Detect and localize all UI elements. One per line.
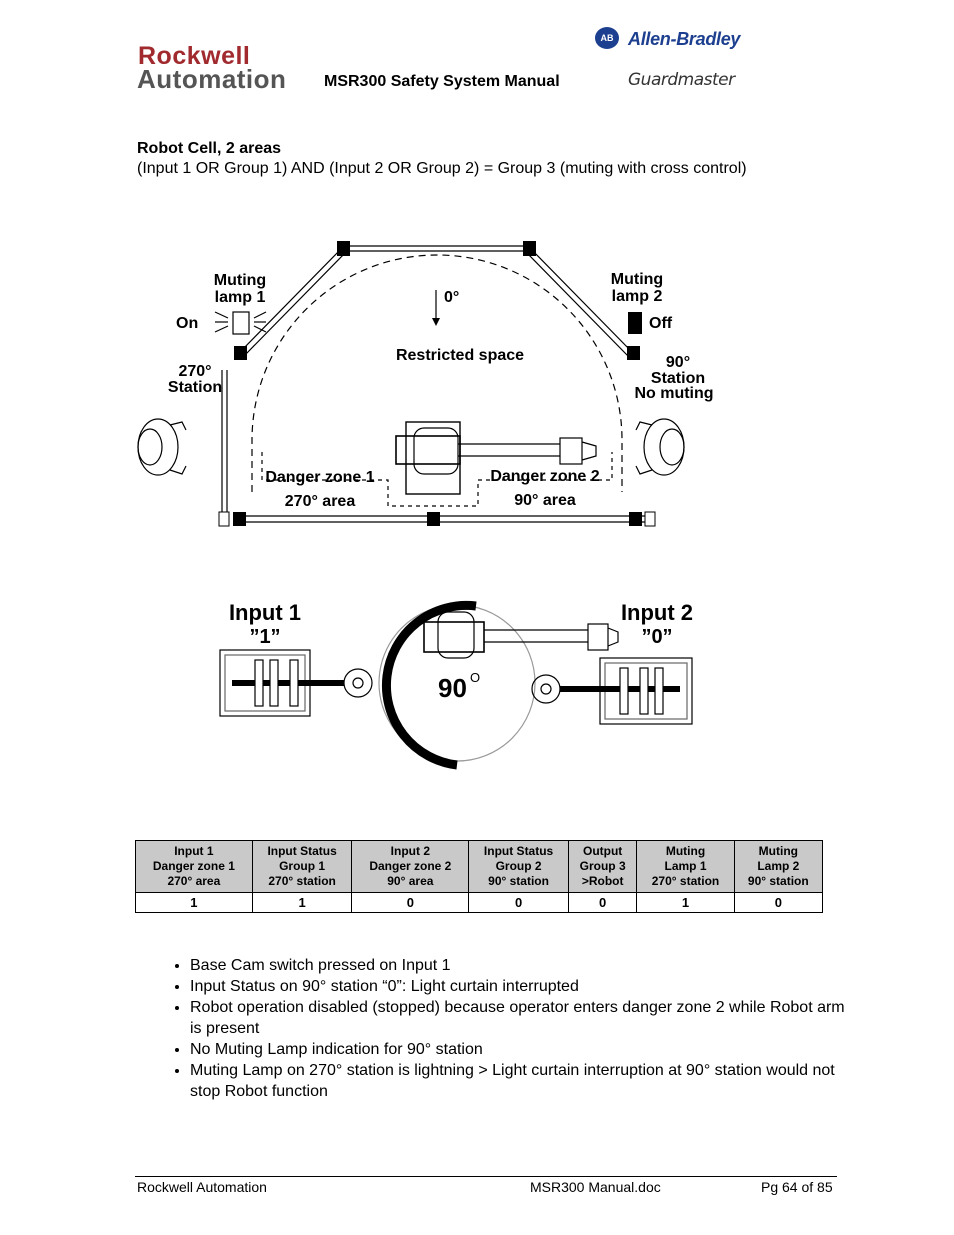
rockwell-logo-line2: Automation — [137, 64, 287, 94]
rotary-table-diagram: Input 1 ”1” Input 2 ”0” 90 O — [219, 600, 693, 770]
manual-title: MSR300 Safety System Manual — [324, 73, 560, 90]
guardmaster-logo: Guardmaster — [628, 70, 735, 90]
input1-value: ”1” — [249, 626, 280, 648]
input1-title: Input 1 — [229, 600, 301, 625]
table-cell: 1 — [135, 892, 253, 913]
footer-company: Rockwell Automation — [137, 1179, 267, 1195]
table-cell: 1 — [636, 892, 735, 913]
degree-symbol: O — [470, 670, 480, 685]
robot-cell-diagram: Muting lamp 1 Muting lamp 2 On Off 0° Re… — [137, 241, 714, 527]
station-270-label-1: 270° — [178, 363, 211, 380]
muting-lamp2-label-2: lamp 2 — [612, 288, 663, 305]
allen-bradley-logo: Allen-Bradley — [628, 29, 741, 49]
table-cell: 0 — [733, 892, 824, 913]
footer-filename: MSR300 Manual.doc — [530, 1179, 661, 1195]
station-90-label-3: No muting — [634, 385, 713, 402]
muting-lamp1-label-2: lamp 1 — [215, 289, 266, 306]
danger-zone2-area-label: 90° area — [514, 492, 576, 509]
footer-page-number: Pg 64 of 85 — [761, 1179, 833, 1195]
lamp-off-label: Off — [649, 315, 673, 332]
restricted-space-label: Restricted space — [396, 347, 524, 364]
footer-divider — [135, 1176, 837, 1177]
table-cell: 0 — [468, 892, 569, 913]
section-formula: (Input 1 OR Group 1) AND (Input 2 OR Gro… — [137, 160, 747, 177]
danger-zone1-label: Danger zone 1 — [265, 469, 374, 486]
zero-degree-label: 0° — [444, 289, 459, 306]
lamp-on-label: On — [176, 315, 198, 332]
allen-bradley-badge-icon: AB — [595, 27, 619, 49]
muting-lamp2-label-1: Muting — [611, 271, 663, 288]
list-item: Base Cam switch pressed on Input 1 — [190, 955, 850, 976]
list-item: No Muting Lamp indication for 90° statio… — [190, 1039, 850, 1060]
table-cell: 1 — [251, 892, 353, 913]
table-row: 1 1 0 0 0 1 0 — [135, 892, 824, 913]
danger-zone2-label: Danger zone 2 — [490, 468, 599, 485]
muting-lamp1-label-1: Muting — [214, 272, 266, 289]
station-90-label-2: Station — [651, 370, 705, 387]
station-270-label-2: Station — [168, 379, 222, 396]
angle-label: 90 — [438, 673, 467, 703]
rockwell-logo-line1: Rockwell — [138, 42, 251, 70]
table-cell: 0 — [351, 892, 470, 913]
list-item: Input Status on 90° station “0”: Light c… — [190, 976, 850, 997]
list-item: Robot operation disabled (stopped) becau… — [190, 997, 850, 1039]
table-cell: 0 — [567, 892, 638, 913]
notes-list: Base Cam switch pressed on Input 1 Input… — [160, 955, 850, 1102]
input2-title: Input 2 — [621, 600, 693, 625]
input2-value: ”0” — [641, 626, 672, 648]
danger-zone1-area-label: 270° area — [285, 493, 356, 510]
section-title: Robot Cell, 2 areas — [137, 140, 282, 157]
station-90-label-1: 90° — [666, 354, 690, 371]
list-item: Muting Lamp on 270° station is lightning… — [190, 1060, 850, 1102]
